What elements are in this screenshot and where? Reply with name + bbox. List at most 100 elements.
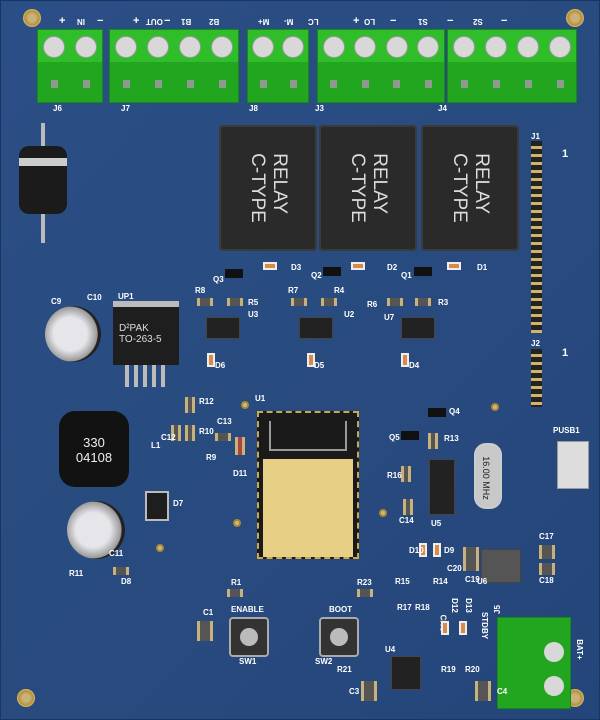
pin-label: − (501, 15, 508, 27)
capacitor (475, 681, 491, 701)
ref-label: U1 (255, 394, 266, 403)
ref-label: J2 (531, 339, 540, 348)
enable-button[interactable] (229, 617, 269, 657)
ref-label: R1 (231, 578, 242, 587)
ref-label: R13 (444, 434, 459, 443)
terminal-block-j7 (109, 29, 239, 103)
led (401, 353, 409, 367)
ref-label: C9 (51, 297, 62, 306)
pin-label: − (97, 15, 104, 27)
ref-label: R9 (206, 453, 217, 462)
ref-label: R7 (288, 286, 299, 295)
charger-ic-u4 (391, 656, 421, 690)
ref-label: J8 (249, 104, 258, 113)
terminal-block-j8 (247, 29, 309, 103)
led (307, 353, 315, 367)
ref-label: R20 (465, 665, 480, 674)
enable-label: ENABLE (231, 605, 264, 614)
mounting-hole (17, 689, 35, 707)
stdby-label: STDBY (480, 611, 490, 640)
electrolytic-capacitor (67, 501, 125, 559)
pin-label: IN (77, 17, 85, 26)
ref-label: C14 (399, 516, 414, 525)
transistor-q4 (428, 408, 446, 417)
regulator-pins (125, 365, 169, 387)
capacitor (463, 547, 479, 571)
ref-label: L1 (151, 441, 161, 450)
optocoupler-u7 (401, 317, 435, 339)
pin1-marker: 1 (562, 148, 569, 160)
ref-label: R23 (357, 578, 372, 587)
ref-label: SW2 (315, 657, 333, 666)
pin-label: + (133, 15, 140, 27)
ref-label: R21 (337, 665, 352, 674)
ref-label: C19 (465, 575, 480, 584)
boot-label: BOOT (329, 605, 353, 614)
pin-label: M- (284, 17, 294, 26)
ref-label: C4 (497, 687, 508, 696)
via (156, 544, 164, 552)
ref-label: R18 (415, 603, 430, 612)
mounting-hole (23, 9, 41, 27)
led (351, 262, 365, 270)
ref-label: D13 (463, 598, 473, 613)
led-chg (441, 621, 449, 635)
resistor (415, 298, 431, 306)
led (433, 543, 441, 557)
ref-label: R3 (438, 298, 449, 307)
resistor (357, 589, 373, 597)
ref-label: J6 (53, 104, 62, 113)
pin-header-j2 (531, 349, 542, 407)
ref-label: R16 (387, 471, 402, 480)
capacitor (539, 545, 555, 559)
ref-label: Q1 (401, 271, 412, 280)
regulator-u6 (481, 549, 521, 583)
ref-label: R17 (397, 603, 412, 612)
ref-label: J4 (438, 104, 447, 113)
pin-label: LO (364, 17, 376, 26)
via (233, 519, 241, 527)
ref-label: C3 (349, 687, 360, 696)
resistor (185, 397, 195, 413)
electrolytic-capacitor (45, 306, 101, 362)
transistor (323, 267, 341, 276)
capacitor (361, 681, 377, 701)
ref-label: D9 (444, 546, 455, 555)
terminal-block-j3 (317, 29, 445, 103)
ref-label: UP1 (118, 292, 134, 301)
transistor-q5 (401, 431, 419, 440)
ref-label: D10 (409, 546, 424, 555)
via (379, 509, 387, 517)
pin-label: S1 (418, 17, 428, 26)
ref-label: R4 (334, 286, 345, 295)
capacitor (403, 499, 413, 515)
led (207, 353, 215, 367)
pin-label: B1 (181, 17, 192, 26)
capacitor (215, 433, 231, 441)
resistor (113, 567, 129, 575)
pin-label: − (164, 15, 171, 27)
ref-label: R5 (248, 298, 259, 307)
ref-label: Q4 (449, 407, 460, 416)
crystal: 16.00 MHz (474, 443, 502, 509)
ref-label: U5 (431, 519, 442, 528)
ref-label: U2 (344, 310, 355, 319)
battery-connector-j5 (497, 617, 571, 709)
resistor (227, 589, 243, 597)
capacitor (539, 563, 555, 575)
ref-label: J7 (121, 104, 130, 113)
mounting-hole (566, 9, 584, 27)
ref-label: C12 (161, 433, 176, 442)
boot-button[interactable] (319, 617, 359, 657)
via (241, 401, 249, 409)
ref-label: C11 (109, 549, 124, 558)
pin-label: + (59, 15, 66, 27)
pin-label: M+ (258, 17, 270, 26)
usb-connector (557, 441, 589, 489)
capacitor (197, 621, 213, 641)
ref-label: D12 (449, 598, 459, 613)
pin1-marker: 1 (562, 347, 569, 359)
